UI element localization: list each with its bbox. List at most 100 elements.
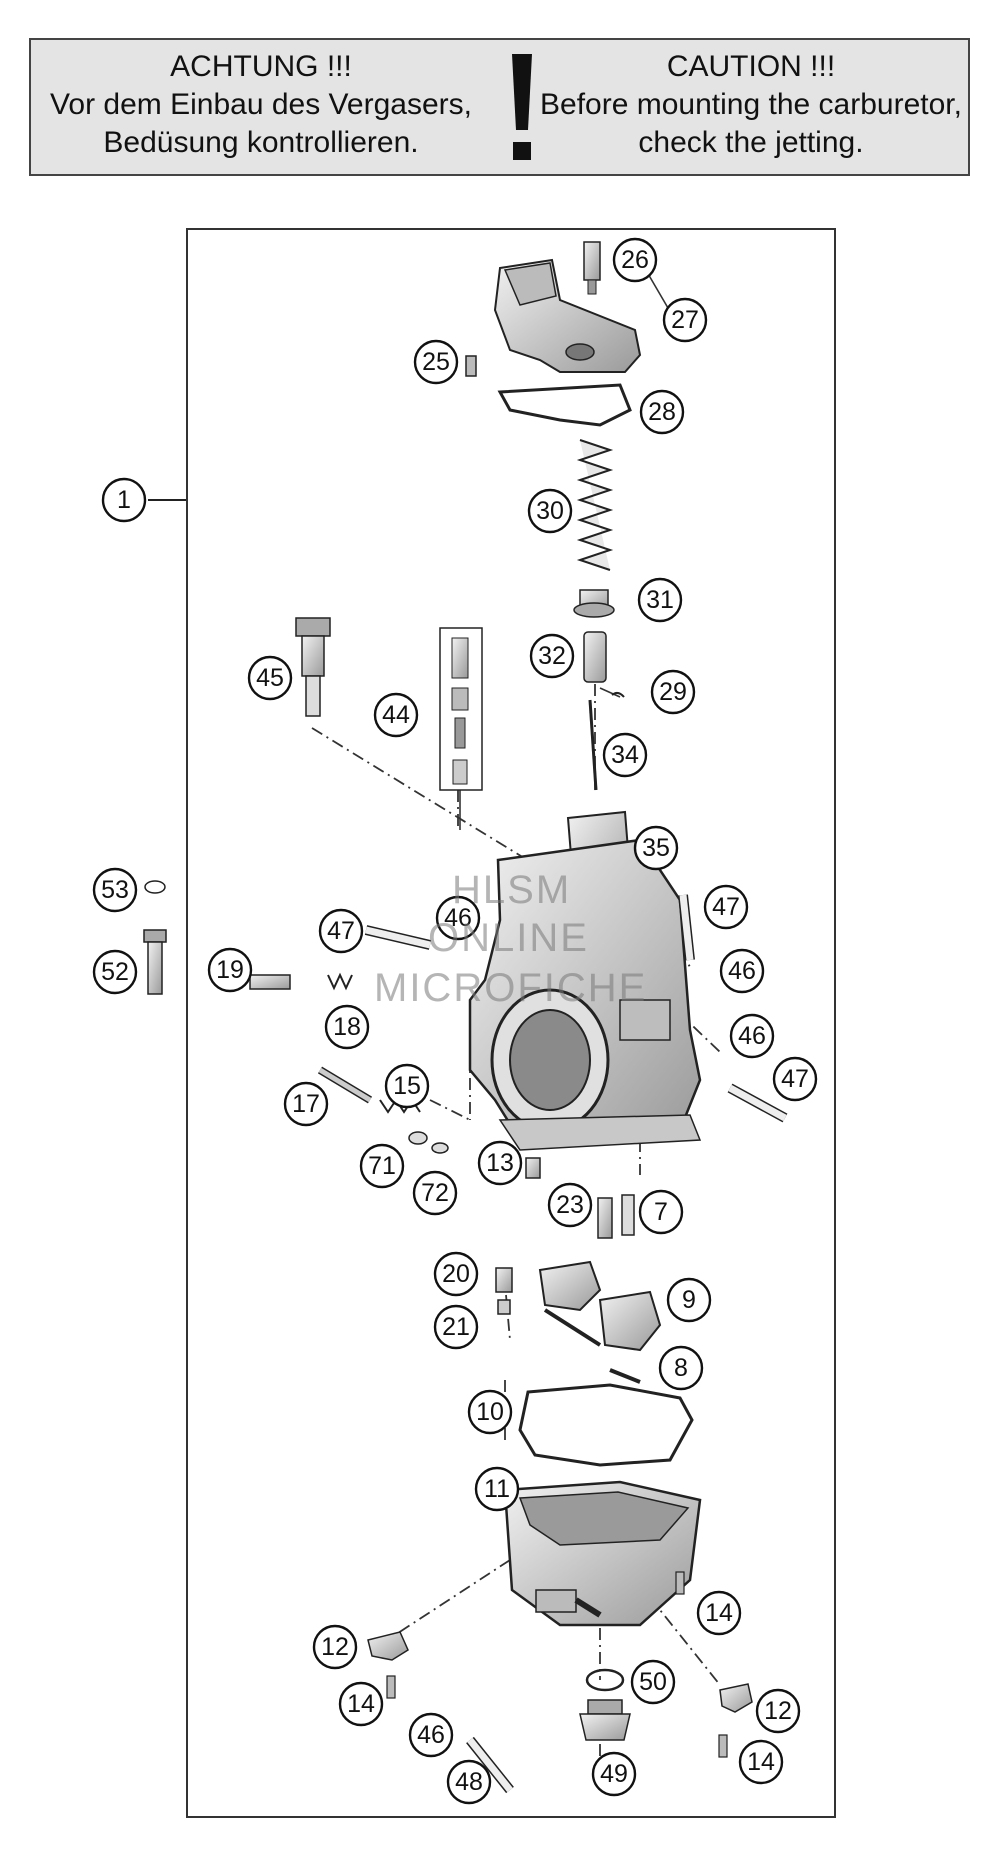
callout-46-lower: 46 — [408, 1712, 454, 1758]
main-jet — [621, 1194, 635, 1236]
callout-30: 30 — [527, 488, 573, 534]
drain-o-ring — [585, 1668, 625, 1692]
drain-plug — [579, 1699, 631, 1741]
callout-49: 49 — [591, 1751, 637, 1797]
svg-text:14: 14 — [747, 1748, 775, 1776]
callout-11: 11 — [474, 1466, 520, 1512]
callout-1: 1 — [101, 477, 147, 523]
svg-text:52: 52 — [101, 958, 129, 986]
callout-23: 23 — [547, 1182, 593, 1228]
callout-14-left: 14 — [338, 1681, 384, 1727]
callout-45: 45 — [247, 655, 293, 701]
jet-needle — [588, 699, 598, 791]
svg-text:11: 11 — [484, 1475, 510, 1503]
o-ring-53 — [144, 880, 166, 894]
callout-32: 32 — [529, 633, 575, 679]
bracket-right — [719, 1683, 753, 1713]
plug-52 — [143, 929, 167, 995]
svg-text:1: 1 — [117, 486, 131, 514]
callout-31: 31 — [637, 577, 683, 623]
screw-14-lower-right — [718, 1734, 728, 1758]
callout-12-right: 12 — [755, 1688, 801, 1734]
callout-17: 17 — [283, 1081, 329, 1127]
callout-34: 34 — [602, 732, 648, 778]
float-needle-clip — [497, 1299, 511, 1315]
svg-text:34: 34 — [611, 741, 639, 769]
svg-text:46: 46 — [444, 904, 472, 932]
float-bowl-gasket — [518, 1383, 694, 1467]
watermark-line-3: MICROFICHE — [374, 966, 648, 1010]
callout-20: 20 — [433, 1251, 479, 1297]
callout-12-left: 12 — [312, 1624, 358, 1670]
cable-adjuster — [583, 241, 601, 295]
svg-text:47: 47 — [712, 893, 740, 921]
callout-48: 48 — [446, 1759, 492, 1805]
notice-en-line2: check the jetting. — [638, 126, 864, 159]
o-ring-72 — [431, 1142, 449, 1154]
starter-jet-set — [439, 627, 483, 791]
svg-text:20: 20 — [442, 1260, 470, 1288]
washer-71 — [408, 1131, 428, 1145]
bracket-left — [367, 1631, 409, 1661]
callout-71: 71 — [359, 1143, 405, 1189]
svg-text:53: 53 — [101, 876, 129, 904]
callout-47-mid-right: 47 — [772, 1056, 818, 1102]
svg-text:72: 72 — [421, 1179, 449, 1207]
svg-text:46: 46 — [417, 1721, 445, 1749]
svg-text:12: 12 — [321, 1633, 349, 1661]
float-assembly — [538, 1260, 662, 1352]
screw-14-left — [386, 1675, 396, 1699]
callout-8: 8 — [658, 1345, 704, 1391]
watermark-line-1: HLSM — [452, 868, 572, 912]
svg-text:32: 32 — [538, 642, 566, 670]
watermark-line-2: ONLINE — [428, 916, 589, 960]
svg-text:26: 26 — [621, 246, 649, 274]
cap-screw — [465, 355, 477, 377]
notice-de-heading: ACHTUNG !!! — [170, 50, 352, 83]
hot-start-plunger — [295, 617, 331, 717]
callout-53: 53 — [92, 867, 138, 913]
svg-text:7: 7 — [654, 1198, 668, 1226]
callout-52: 52 — [92, 949, 138, 995]
callout-26: 26 — [612, 237, 658, 283]
callout-15: 15 — [384, 1063, 430, 1109]
notice-en-heading: CAUTION !!! — [666, 50, 836, 83]
svg-text:13: 13 — [486, 1149, 514, 1177]
svg-text:28: 28 — [648, 398, 676, 426]
svg-text:9: 9 — [682, 1286, 696, 1314]
svg-text:46: 46 — [738, 1022, 766, 1050]
svg-text:10: 10 — [476, 1398, 504, 1426]
carburetor-body — [468, 838, 702, 1151]
exclamation-icon — [512, 54, 532, 160]
callout-46-upper-left: 46 — [435, 895, 481, 941]
idle-screw — [249, 974, 291, 990]
svg-text:14: 14 — [347, 1690, 375, 1718]
notice-de-line2: Bedüsung kontrollieren. — [103, 126, 419, 159]
svg-text:35: 35 — [642, 834, 670, 862]
svg-text:46: 46 — [728, 957, 756, 985]
callout-28: 28 — [639, 389, 685, 435]
svg-text:12: 12 — [764, 1697, 792, 1725]
callout-9: 9 — [666, 1277, 712, 1323]
svg-text:45: 45 — [256, 664, 284, 692]
callout-13: 13 — [477, 1140, 523, 1186]
callout-29: 29 — [650, 669, 696, 715]
callouts: 1 26 27 25 28 30 31 32 29 34 35 45 44 53… — [92, 237, 818, 1805]
callout-50: 50 — [630, 1659, 676, 1705]
callout-27: 27 — [662, 297, 708, 343]
needle-jet — [597, 1197, 613, 1239]
needle-clip — [611, 691, 625, 698]
float-pin — [609, 1368, 641, 1384]
notice-german: ACHTUNG !!! Vor dem Einbau des Vergasers… — [41, 48, 481, 162]
callout-21: 21 — [433, 1304, 479, 1350]
svg-text:25: 25 — [422, 348, 450, 376]
top-cap — [493, 258, 642, 373]
svg-text:23: 23 — [556, 1191, 584, 1219]
screw-14-right — [675, 1571, 685, 1595]
notice-english: CAUTION !!! Before mounting the carburet… — [531, 48, 971, 162]
svg-text:8: 8 — [674, 1354, 688, 1382]
svg-text:27: 27 — [671, 306, 699, 334]
notice-de-line1: Vor dem Einbau des Vergasers, — [50, 88, 472, 121]
callout-35: 35 — [633, 825, 679, 871]
